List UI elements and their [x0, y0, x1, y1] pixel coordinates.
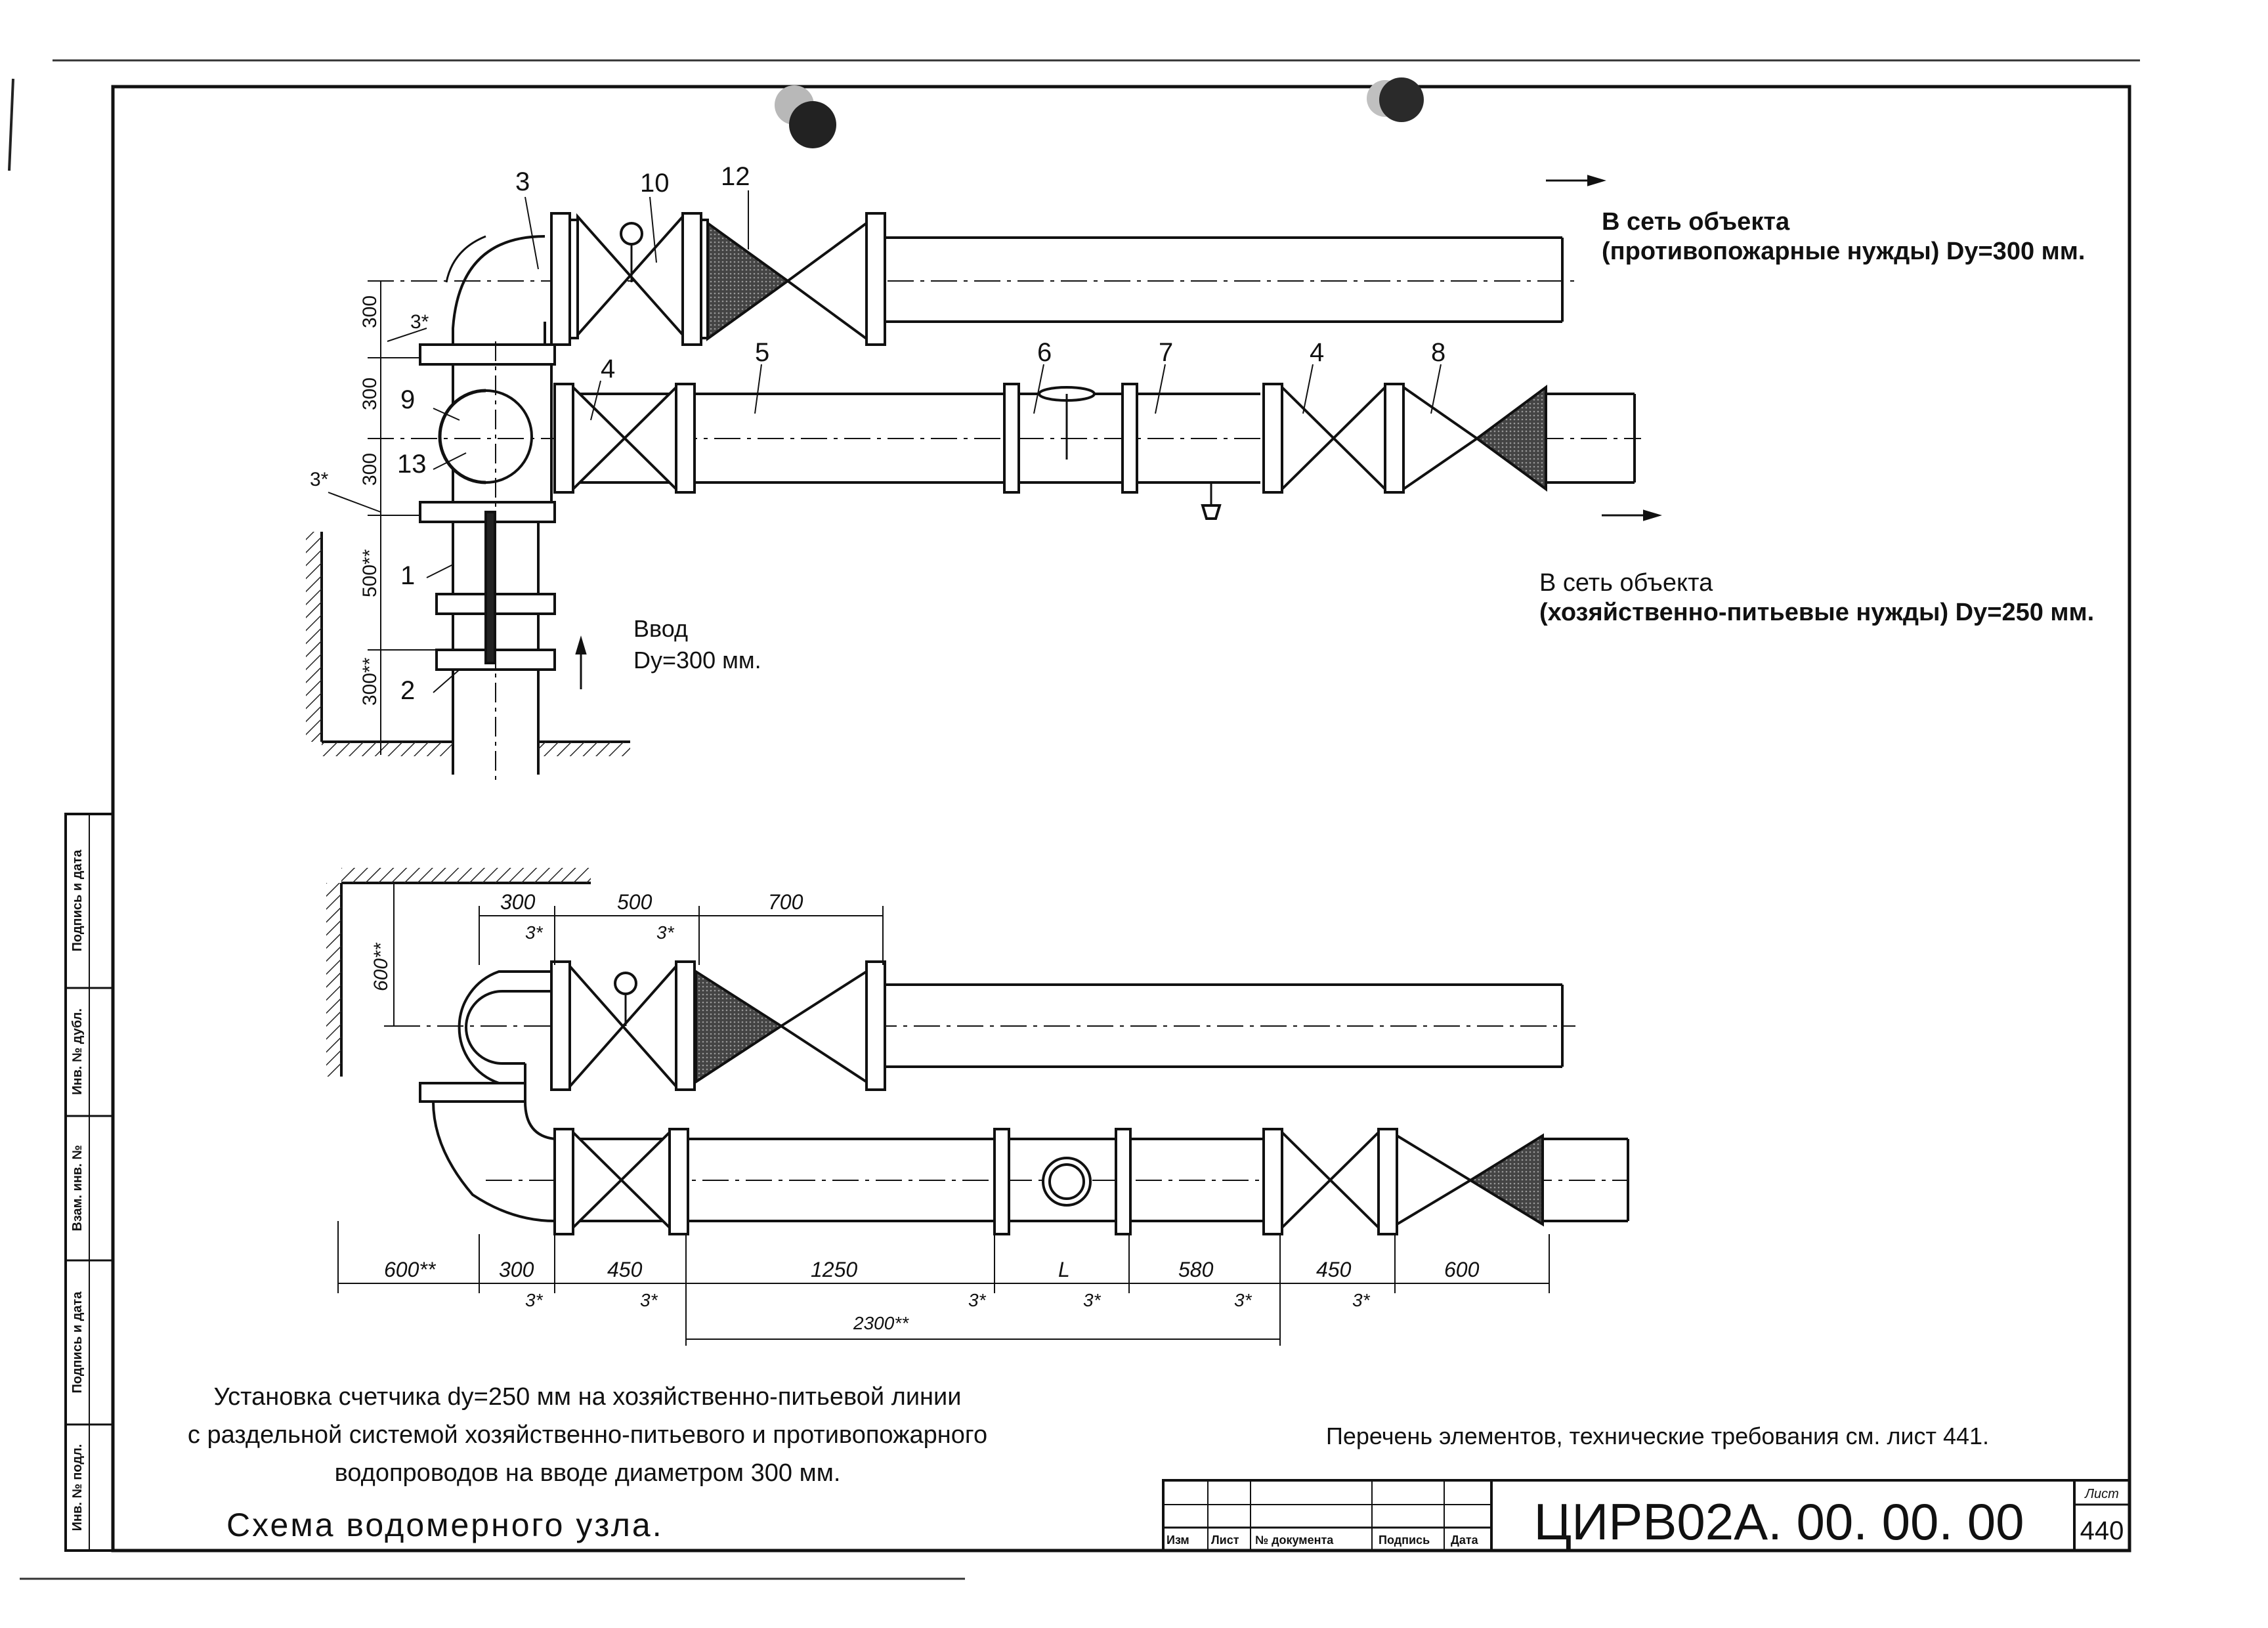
vertical-dim: 300: [359, 295, 381, 328]
gap-mark: 3*: [310, 469, 329, 490]
bottom-dim: 300: [499, 1258, 534, 1281]
bottom-dim: 600**: [384, 1258, 437, 1281]
bottom-gap: 3*: [525, 1290, 544, 1310]
side-stamp-labels: Подпись и дата Инв. № дубл. Взам. инв. №…: [70, 849, 85, 1532]
sheet-number: 440: [2080, 1516, 2124, 1545]
column-label: Подпись: [1379, 1533, 1430, 1547]
item-label: 6: [1037, 338, 1052, 367]
domestic-outlet-line1: В сеть объекта: [1539, 569, 1713, 597]
top-gap: 3*: [656, 922, 675, 943]
bottom-dim: 580: [1178, 1258, 1214, 1281]
top-dim: 500: [617, 890, 653, 914]
stamp-field: Инв. № подл.: [70, 1444, 85, 1532]
drawing-frame: [111, 85, 2131, 1553]
item-label: 8: [1431, 338, 1445, 367]
magnet-marks: [775, 77, 1424, 148]
inlet-label-line2: Dy=300 мм.: [633, 647, 761, 674]
bottom-dim: 600: [1444, 1258, 1480, 1281]
top-gap: 3*: [525, 922, 544, 943]
caption-block: Установка счетчика dy=250 мм на хозяйств…: [188, 1383, 987, 1487]
side-dim: 600**: [370, 942, 392, 991]
item-label: 13: [397, 450, 427, 479]
reference-note: Перечень элементов, технические требован…: [1326, 1423, 1989, 1449]
column-label: Лист: [1211, 1533, 1239, 1547]
total-dim: 2300**: [853, 1313, 909, 1333]
item-label: 12: [721, 162, 750, 191]
item-label: 7: [1159, 338, 1173, 367]
item-label: 9: [400, 385, 415, 414]
side-stamp: [64, 813, 114, 1552]
vertical-dim: 500**: [359, 549, 381, 597]
item-label: 4: [1310, 338, 1324, 367]
top-dim: 300: [500, 890, 536, 914]
sheet-title: Схема водомерного узла.: [226, 1507, 664, 1543]
bottom-gap: 3*: [968, 1290, 987, 1310]
stamp-field: Взам. инв. №: [70, 1145, 85, 1231]
caption-line2: с раздельной системой хозяйственно-питье…: [188, 1421, 987, 1449]
bottom-gap: 3*: [1234, 1290, 1252, 1310]
top-view: [306, 175, 1662, 781]
sheet-label: Лист: [2084, 1487, 2119, 1501]
bottom-dim: 1250: [811, 1258, 857, 1281]
vertical-dim: 300: [359, 453, 381, 486]
item-label: 4: [601, 354, 615, 383]
gap-mark: 3*: [410, 311, 429, 333]
bottom-view: [326, 868, 1629, 1346]
bottom-gap: 3*: [1083, 1290, 1102, 1310]
top-view-labels: 3 10 12 4 5 6 7 4 8 9 13 1 2 3* 3* 300 3…: [310, 162, 2094, 706]
vertical-dim: 300: [359, 377, 381, 410]
bottom-dim: 450: [607, 1258, 643, 1281]
title-block-columns: Изм Лист № документа Подпись Дата: [1166, 1533, 1479, 1547]
stamp-field: Инв. № дубл.: [70, 1008, 85, 1095]
caption-line1: Установка счетчика dy=250 мм на хозяйств…: [214, 1383, 962, 1411]
item-label: 10: [640, 169, 670, 198]
fire-outlet-line1: В сеть объекта: [1602, 208, 1790, 236]
bottom-gap: 3*: [640, 1290, 658, 1310]
fire-outlet-line2: (противопожарные нужды) Dy=300 мм.: [1602, 238, 2085, 265]
domestic-outlet-line2: (хозяйственно-питьевые нужды) Dy=250 мм.: [1539, 599, 2094, 626]
item-label: 3: [515, 167, 530, 196]
inlet-label-line1: Ввод: [633, 615, 688, 642]
top-dim: 700: [768, 890, 803, 914]
stamp-field: Подпись и дата: [70, 1291, 85, 1394]
item-label: 2: [400, 676, 415, 705]
bottom-dim: 450: [1316, 1258, 1352, 1281]
stamp-field: Подпись и дата: [70, 849, 85, 952]
bottom-view-labels: 300 500 700 3* 3* 600** 600** 300 450 12…: [370, 890, 1480, 1333]
item-label: 1: [400, 561, 415, 590]
item-label: 5: [755, 338, 769, 367]
column-label: № документа: [1255, 1533, 1334, 1547]
column-label: Изм: [1166, 1533, 1189, 1547]
column-label: Дата: [1451, 1533, 1479, 1547]
bottom-gap: 3*: [1352, 1290, 1371, 1310]
caption-line3: водопроводов на вводе диаметром 300 мм.: [335, 1459, 841, 1487]
vertical-dim: 300**: [359, 657, 381, 706]
document-code: ЦИРВ02А. 00. 00. 00: [1534, 1493, 2024, 1551]
bottom-dim: L: [1058, 1258, 1070, 1281]
title-block: [1162, 1479, 2131, 1552]
